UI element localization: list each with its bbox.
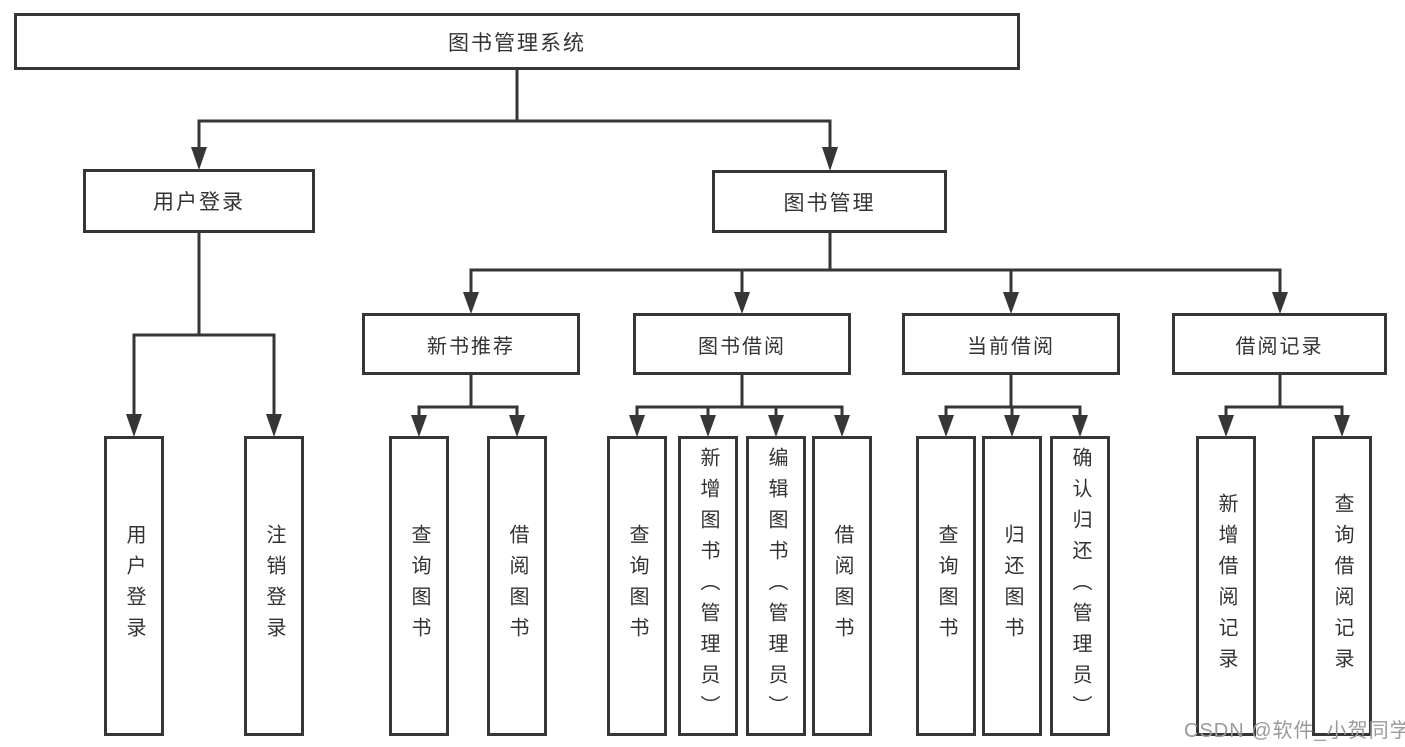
node-leaf-query-books-2: 查询图书	[607, 436, 667, 736]
node-leaf-add-borrow-record: 新增借阅记录	[1196, 436, 1256, 736]
node-label: 查询图书	[408, 524, 430, 648]
node-leaf-borrow-books-2: 借阅图书	[812, 436, 872, 736]
connector-new-books-to-leaves	[411, 375, 525, 437]
node-leaf-edit-books-admin: 编辑图书（管理员）	[746, 436, 806, 736]
node-borrow-records: 借阅记录	[1172, 313, 1387, 375]
node-label: 查询借阅记录	[1331, 493, 1353, 679]
node-label: 查询图书	[935, 524, 957, 648]
node-leaf-confirm-return-admin: 确认归还（管理员）	[1050, 436, 1110, 736]
watermark: CSDN @软件_小贺同学	[1184, 720, 1405, 742]
node-book-management: 图书管理	[712, 170, 947, 233]
connector-book-mgmt-to-level3	[463, 233, 1288, 314]
connector-book-borrow-to-leaves	[629, 375, 850, 437]
node-leaf-user-login: 用户登录	[104, 436, 164, 736]
node-new-book-recommend: 新书推荐	[362, 313, 580, 375]
node-leaf-add-books-admin: 新增图书（管理员）	[678, 436, 738, 736]
node-user-login: 用户登录	[83, 169, 315, 233]
node-label: 用户登录	[123, 524, 145, 648]
node-current-borrow: 当前借阅	[902, 313, 1120, 375]
node-label: 注销登录	[263, 524, 285, 648]
connector-borrow-records-to-leaves	[1218, 375, 1350, 437]
connector-current-borrow-to-leaves	[938, 375, 1088, 437]
node-leaf-query-books-1: 查询图书	[389, 436, 449, 736]
node-label: 查询图书	[626, 524, 648, 648]
node-label: 借阅图书	[831, 524, 853, 648]
connector-user-login-to-leaves	[126, 233, 282, 437]
node-leaf-return-books: 归还图书	[982, 436, 1042, 736]
node-label: 归还图书	[1001, 524, 1023, 648]
node-label: 确认归还（管理员）	[1069, 446, 1091, 726]
node-leaf-logout: 注销登录	[244, 436, 304, 736]
node-book-borrow: 图书借阅	[633, 313, 851, 375]
node-label: 借阅图书	[506, 524, 528, 648]
node-leaf-query-borrow-record: 查询借阅记录	[1312, 436, 1372, 736]
node-library-system: 图书管理系统	[14, 13, 1020, 70]
connector-root-to-level2	[191, 70, 838, 171]
node-label: 新增借阅记录	[1215, 493, 1237, 679]
node-label: 编辑图书（管理员）	[765, 446, 787, 726]
node-leaf-borrow-books-1: 借阅图书	[487, 436, 547, 736]
node-leaf-query-books-3: 查询图书	[916, 436, 976, 736]
node-label: 新增图书（管理员）	[697, 446, 719, 726]
